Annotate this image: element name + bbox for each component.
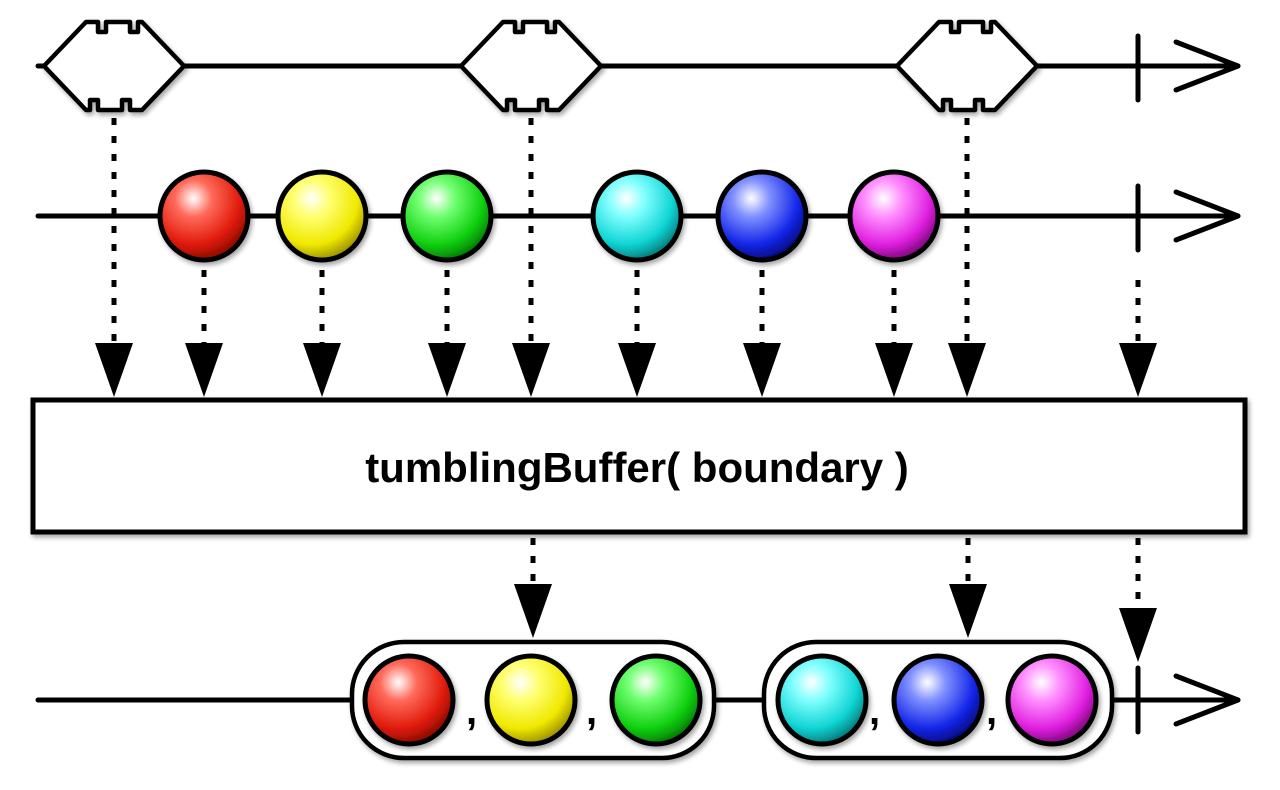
arrow-tip-icon	[428, 343, 466, 397]
boundary-timeline	[35, 19, 1241, 113]
operator-label: tumblingBuffer( boundary )	[365, 444, 909, 491]
operator-box	[30, 397, 1248, 535]
boundary-emission-2	[458, 19, 604, 113]
arrow-tip-icon	[875, 343, 913, 397]
operator-box-rect	[30, 397, 1248, 535]
arrow-tip-icon	[185, 343, 223, 397]
arrow-tip-icon	[948, 343, 986, 397]
output-marble-yellow	[484, 653, 578, 747]
output-buffer-2: , ,	[761, 639, 1115, 761]
output-buffer-2-comma-1: ,	[869, 689, 880, 733]
output-marble-magenta	[1005, 653, 1099, 747]
connectors	[111, 118, 1141, 612]
boundary-emission-1	[41, 19, 187, 113]
output-buffer-2-comma-2: ,	[986, 689, 997, 733]
output-timeline-arrow-icon	[1173, 673, 1241, 727]
boundary-timeline-arrow-icon	[1173, 39, 1241, 93]
source-marble-yellow	[275, 169, 369, 263]
source-timeline-arrow-icon	[1173, 189, 1241, 243]
arrow-tip-icon	[618, 343, 656, 397]
output-marble-blue	[891, 653, 985, 747]
output-marble-green	[609, 653, 703, 747]
arrow-tip-icon	[512, 343, 550, 397]
arrow-tip-icon	[743, 343, 781, 397]
source-marble-magenta	[847, 169, 941, 263]
output-buffer-1: , ,	[349, 639, 717, 761]
output-buffer-1-comma-2: ,	[586, 689, 597, 733]
arrow-tip-icon	[949, 584, 987, 638]
output-marble-cyan	[775, 653, 869, 747]
arrow-tip-icon	[514, 584, 552, 638]
output-arrow-tips	[514, 584, 1157, 662]
source-marble-blue	[715, 169, 809, 263]
source-marble-red	[157, 169, 251, 263]
arrow-tip-icon	[1119, 608, 1157, 662]
source-timeline	[35, 169, 1241, 263]
output-buffer-1-comma-1: ,	[466, 689, 477, 733]
output-timeline: , , , ,	[35, 639, 1241, 761]
boundary-emission-3	[894, 19, 1040, 113]
output-marble-red	[362, 653, 456, 747]
source-marble-cyan	[590, 169, 684, 263]
arrow-tip-icon	[95, 343, 133, 397]
source-marble-green	[400, 169, 494, 263]
input-arrow-tips	[95, 343, 1157, 397]
arrow-tip-icon	[1119, 343, 1157, 397]
arrow-tip-icon	[303, 343, 341, 397]
